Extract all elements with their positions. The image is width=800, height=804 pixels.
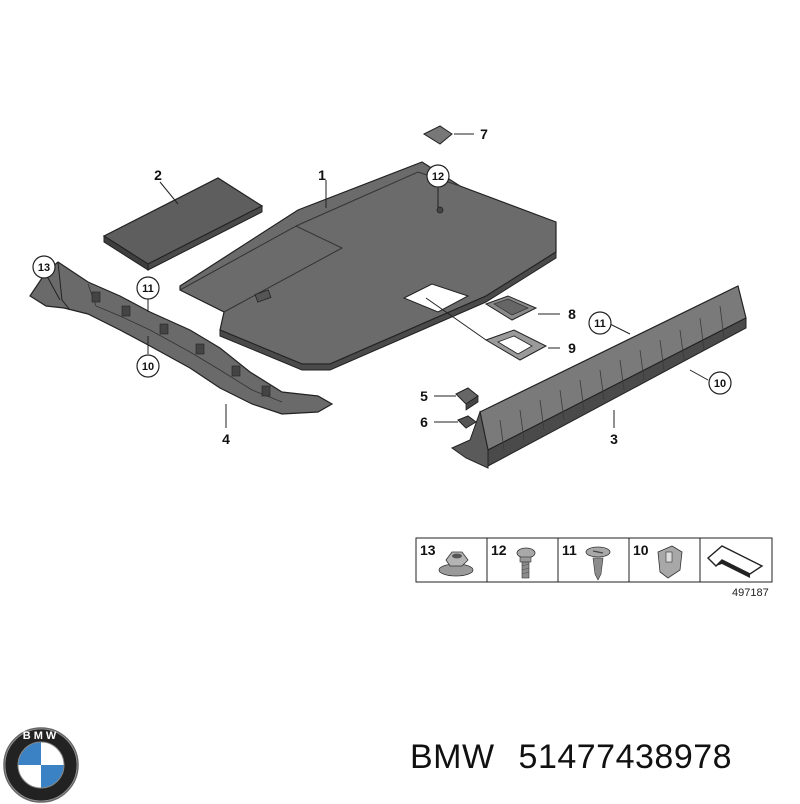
part-5-clip [455, 387, 479, 411]
callout-1: 1 [318, 167, 326, 183]
bmw-logo: BMW [3, 727, 79, 803]
caption-brand: BMW [410, 738, 495, 776]
svg-text:11: 11 [594, 318, 606, 330]
shim-arrow-icon [706, 545, 764, 578]
hex-bolt-icon [516, 547, 536, 579]
bmw-logo-text: BMW [23, 730, 60, 742]
callout-11-left: 11 [136, 276, 160, 300]
part-caption: BMW 51477438978 [410, 738, 800, 788]
callout-11-right: 11 [588, 311, 612, 335]
callout-10-right: 10 [708, 371, 732, 395]
caption-part-number: 51477438978 [518, 738, 733, 776]
callout-13: 13 [32, 255, 56, 279]
callout-12: 12 [426, 164, 450, 188]
callout-9: 9 [568, 340, 576, 356]
callout-5: 5 [420, 388, 428, 404]
legend-label-11: 11 [562, 542, 577, 558]
figure-id: 497187 [732, 587, 769, 599]
svg-text:11: 11 [142, 283, 154, 295]
svg-text:12: 12 [432, 171, 444, 183]
callout-7: 7 [480, 126, 488, 142]
screw-icon [585, 546, 611, 581]
callout-3: 3 [610, 431, 618, 447]
fastener-legend: 13 12 11 10 [415, 537, 773, 599]
legend-label-13: 13 [420, 542, 436, 558]
callout-8: 8 [568, 306, 576, 322]
part-7-cap [422, 125, 453, 145]
svg-text:13: 13 [38, 262, 50, 274]
part-1-luggage-floor [179, 161, 557, 371]
callout-6: 6 [420, 414, 428, 430]
callout-4: 4 [222, 431, 230, 447]
callout-10-left: 10 [136, 354, 160, 378]
legend-label-12: 12 [491, 542, 507, 558]
clip-nut-icon [657, 545, 683, 579]
flange-nut-icon [438, 551, 474, 577]
part-9-holder [484, 329, 548, 361]
part-4-bracket [29, 261, 334, 415]
leader-lines [47, 133, 709, 428]
svg-text:10: 10 [142, 361, 154, 373]
legend-label-10: 10 [633, 542, 649, 558]
part-3-sill-trim [450, 285, 747, 469]
callout-2: 2 [154, 167, 162, 183]
part-2-floor-panel [102, 177, 264, 271]
part-8-cover [484, 295, 538, 321]
svg-text:10: 10 [714, 378, 726, 390]
part-6-clip [457, 415, 477, 429]
